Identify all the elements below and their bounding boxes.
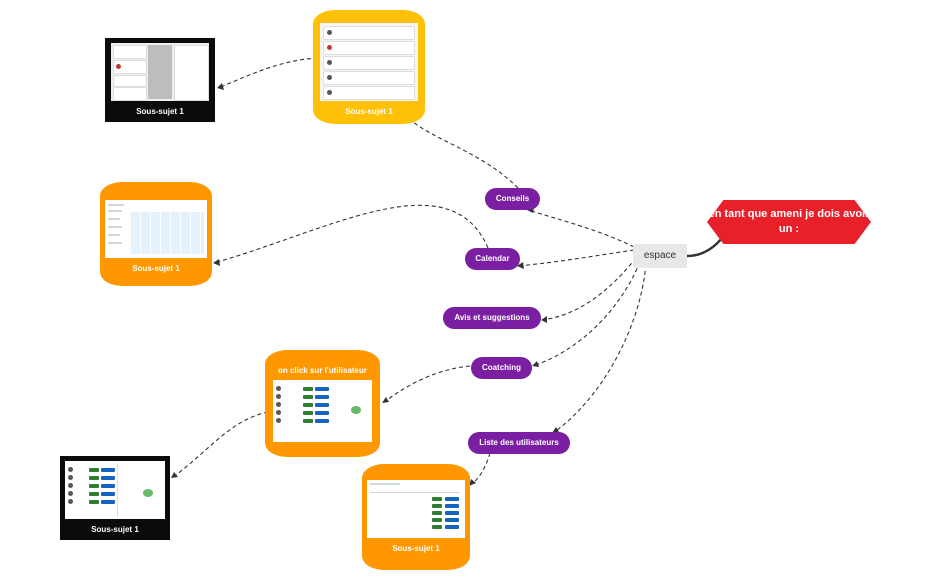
branch-label: Liste des utilisateurs bbox=[479, 438, 559, 447]
central-topic-label: espace bbox=[643, 250, 677, 261]
topic-label: Sous-sujet 1 bbox=[136, 107, 184, 116]
branch-liste-des-utilisateurs[interactable]: Liste des utilisateurs bbox=[468, 432, 570, 454]
link-calendar-topic bbox=[213, 204, 489, 264]
root-topic[interactable]: en tant que ameni je dois avoir un : bbox=[707, 200, 871, 244]
branch-label: Avis et suggestions bbox=[454, 313, 530, 322]
coatching-detail-screenshot bbox=[65, 461, 165, 519]
calendar-screenshot bbox=[105, 200, 207, 258]
branch-conseils[interactable]: Conseils bbox=[485, 188, 540, 210]
liste-screenshot bbox=[367, 480, 465, 538]
link-espace-coatching bbox=[532, 261, 641, 367]
link-espace-liste bbox=[552, 263, 647, 434]
topic-label: Sous-sujet 1 bbox=[392, 544, 440, 553]
branch-calendar[interactable]: Calendar bbox=[465, 248, 520, 270]
arrow-calendar bbox=[517, 262, 524, 269]
topic-label: Sous-sujet 1 bbox=[132, 264, 180, 273]
topic-label: Sous-sujet 1 bbox=[91, 525, 139, 534]
arrow-coatching-detail bbox=[171, 472, 178, 478]
topic-label: Sous-sujet 1 bbox=[345, 107, 393, 116]
branch-coatching[interactable]: Coatching bbox=[471, 357, 532, 379]
link-coatching-topic bbox=[382, 365, 471, 404]
topic-conseils-detail[interactable]: Sous-sujet 1 bbox=[105, 38, 215, 122]
topic-liste-des-utilisateurs[interactable]: Sous-sujet 1 bbox=[362, 464, 470, 570]
link-liste-topic bbox=[469, 452, 491, 486]
topic-coatching-detail[interactable]: Sous-sujet 1 bbox=[60, 456, 170, 540]
branch-label: Conseils bbox=[495, 194, 530, 203]
conseils-detail-screenshot bbox=[111, 43, 209, 101]
branch-avis-et-suggestions[interactable]: Avis et suggestions bbox=[443, 307, 541, 329]
topic-coatching[interactable]: on click sur l'utilisateur bbox=[265, 350, 380, 457]
topic-label: on click sur l'utilisateur bbox=[277, 366, 368, 375]
root-topic-label: en tant que ameni je dois avoir un : bbox=[708, 208, 870, 235]
arrow-calendar-topic bbox=[213, 259, 220, 266]
arrow-topic-detail bbox=[217, 83, 224, 90]
link-espace-calendar bbox=[517, 249, 635, 267]
link-espace-conseils bbox=[527, 209, 635, 248]
branch-label: Calendar bbox=[475, 254, 510, 263]
arrow-coatching bbox=[532, 361, 539, 367]
link-root-espace bbox=[686, 237, 723, 258]
arrow-avis bbox=[541, 316, 547, 323]
branch-label: Coatching bbox=[481, 363, 522, 372]
link-topic-detail bbox=[217, 57, 319, 89]
arrow-coatching-topic bbox=[382, 397, 389, 403]
central-topic-espace[interactable]: espace bbox=[633, 244, 687, 268]
topic-conseils[interactable]: Sous-sujet 1 bbox=[313, 10, 425, 124]
coatching-screenshot bbox=[273, 380, 372, 442]
link-conseils-topic bbox=[404, 114, 519, 189]
arrow-liste bbox=[552, 427, 559, 433]
link-espace-avis bbox=[541, 257, 637, 321]
conseils-screenshot bbox=[320, 23, 418, 101]
arrow-liste-topic bbox=[469, 479, 476, 486]
link-coatching-detail bbox=[171, 411, 269, 479]
calendar-grid bbox=[131, 212, 204, 254]
topic-calendar[interactable]: Sous-sujet 1 bbox=[100, 182, 212, 286]
